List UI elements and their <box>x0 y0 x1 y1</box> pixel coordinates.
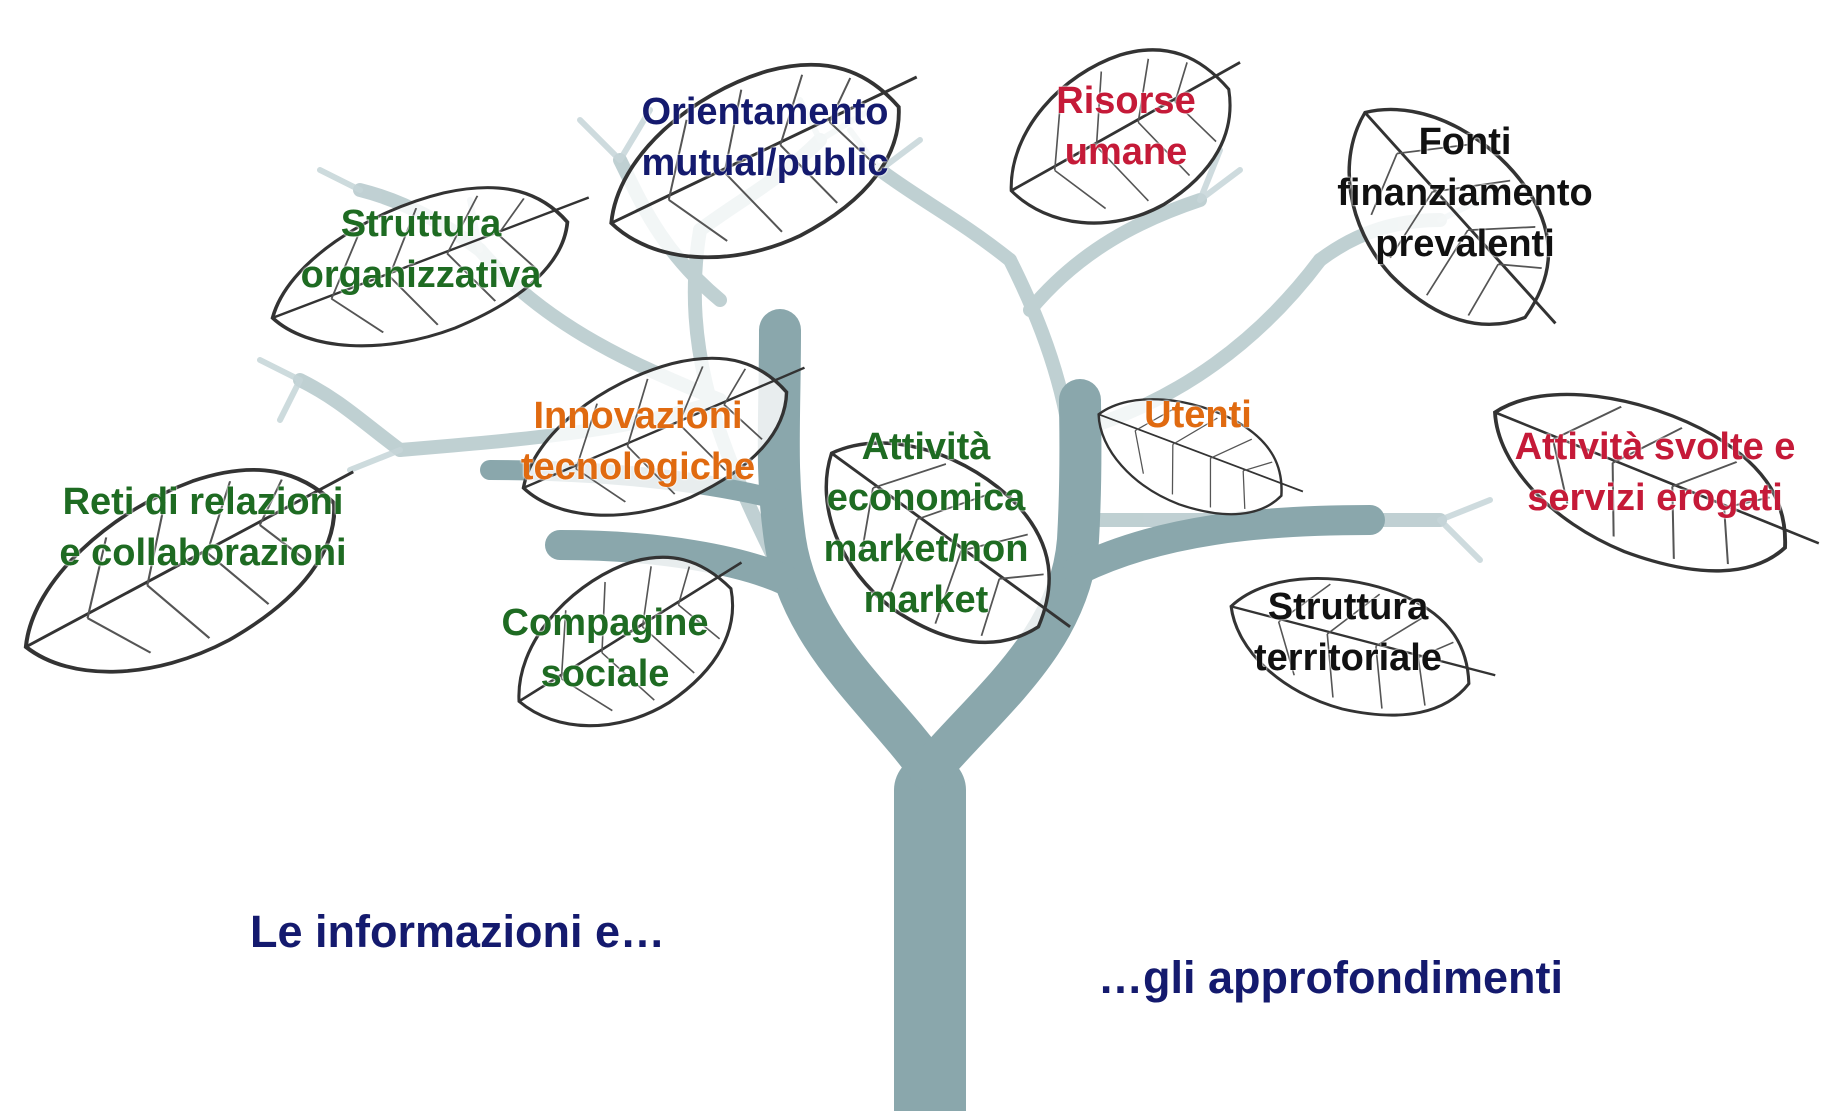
label-line: e collaborazioni <box>59 532 347 574</box>
label-line: Utenti <box>1144 394 1252 436</box>
caption-left: Le informazioni e… <box>250 906 666 957</box>
leaf-label-risorse: Risorse umane <box>1056 76 1195 178</box>
label-line: Attività svolte e <box>1514 426 1796 468</box>
label-line: Struttura <box>340 203 502 245</box>
label-line: territoriale <box>1254 637 1442 679</box>
label-line: mutual/public <box>641 142 889 184</box>
label-line: Reti di relazioni <box>62 481 344 523</box>
label-line: organizzativa <box>300 254 542 296</box>
caption-right: …gli approfondimenti <box>1098 952 1563 1003</box>
label-line: tecnologiche <box>520 446 756 488</box>
label-line: market/non <box>823 528 1029 570</box>
label-line: finanziamento <box>1337 172 1593 214</box>
label-line: Attività <box>861 426 991 468</box>
leaf-label-reti: Reti di relazioni e collaborazioni <box>59 477 346 579</box>
label-line: Compagine <box>501 602 709 644</box>
label-line: economica <box>826 477 1026 519</box>
label-line: Innovazioni <box>533 395 743 437</box>
leaf-label-utenti: Utenti <box>1144 390 1252 441</box>
label-line: Fonti <box>1418 121 1512 163</box>
label-line: Risorse <box>1056 80 1196 122</box>
label-line: prevalenti <box>1375 223 1555 265</box>
label-line: umane <box>1064 131 1188 173</box>
leaf-label-orientamento: Orientamento mutual/public <box>641 87 888 189</box>
label-line: Orientamento <box>641 91 889 133</box>
leaf-label-struttura-org: Struttura organizzativa <box>301 199 542 301</box>
label-line: Struttura <box>1267 586 1429 628</box>
label-line: servizi erogati <box>1527 477 1783 519</box>
leaf-label-attivita-svolte: Attività svolte e servizi erogati <box>1515 422 1796 524</box>
leaf-label-compagine: Compagine sociale <box>502 598 709 700</box>
leaf-label-innovazioni: Innovazioni tecnologiche <box>521 391 755 493</box>
leaf-label-attivita-economica: Attività economica market/non market <box>824 422 1029 626</box>
label-line: market <box>863 579 989 621</box>
leaf-label-struttura-terr: Struttura territoriale <box>1254 582 1442 684</box>
label-line: sociale <box>540 653 670 695</box>
leaf-label-fonti: Fonti finanziamento prevalenti <box>1337 117 1592 270</box>
